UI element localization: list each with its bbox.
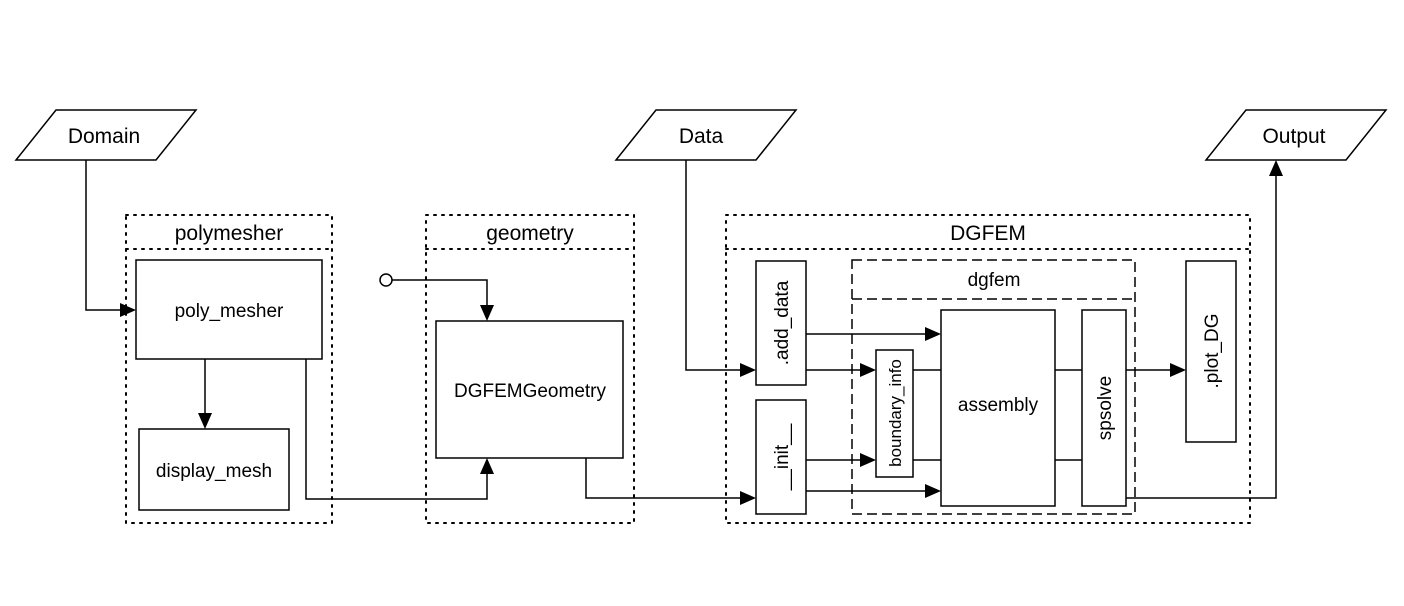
- poly-mesher-label: poly_mesher: [175, 301, 284, 322]
- arrow-data-to-add-data: [685, 160, 756, 377]
- arrow-add-data-to-boundary-info: [806, 363, 876, 377]
- polymesher-group-title: polymesher: [175, 222, 284, 245]
- assembly-label: assembly: [958, 395, 1039, 416]
- dgfem-class-group: DGFEM: [725, 214, 1251, 524]
- domain-input-label: Domain: [68, 125, 140, 148]
- init-block: __init__: [755, 399, 807, 515]
- arrow-init-to-boundary-info: [806, 453, 876, 467]
- dgfem-class-title: DGFEM: [950, 222, 1026, 245]
- arrow-init-to-assembly: [806, 484, 941, 498]
- arrow-optional-input-to-geometry: [379, 273, 494, 321]
- arrow-geometry-to-init: [585, 458, 756, 505]
- assembly-block: assembly: [940, 309, 1056, 507]
- poly-mesher-block: poly_mesher: [135, 259, 323, 360]
- dgfem-module-title: dgfem: [968, 270, 1021, 291]
- arrow-add-data-to-assembly: [806, 327, 941, 341]
- add-data-block: .add_data: [755, 260, 807, 386]
- display-mesh-label: display_mesh: [156, 461, 272, 482]
- geometry-group-title: geometry: [486, 222, 574, 245]
- add-data-label: .add_data: [772, 280, 793, 365]
- arrow-spsolve-to-plot-dg: [1126, 363, 1186, 377]
- data-input-label: Data: [679, 125, 724, 148]
- geometry-group: geometry: [425, 214, 635, 524]
- output-node: Output: [1204, 109, 1388, 161]
- plot-dg-block: .plot_DG: [1185, 260, 1237, 443]
- arrow-spsolve-to-output: [1126, 160, 1283, 499]
- dgfem-module-group: dgfem: [851, 259, 1136, 515]
- arrow-poly-mesher-to-display-mesh: [198, 359, 212, 429]
- link-assembly-to-spsolve: [1055, 369, 1082, 461]
- init-label: __init__: [772, 423, 793, 491]
- display-mesh-block: display_mesh: [138, 428, 290, 511]
- boundary-info-label: boundary_info: [886, 359, 905, 467]
- dgfem-geometry-block: DGFEMGeometry: [435, 320, 624, 459]
- arrow-domain-to-poly-mesher: [85, 160, 136, 317]
- link-boundary-info-to-assembly: [913, 369, 941, 461]
- domain-input: Domain: [14, 109, 198, 161]
- spsolve-label: spsolve: [1095, 376, 1116, 440]
- arrow-poly-mesher-to-geometry: [305, 359, 494, 500]
- data-input: Data: [614, 109, 798, 161]
- boundary-info-block: boundary_info: [875, 349, 914, 478]
- output-node-label: Output: [1262, 125, 1325, 148]
- dgfem-geometry-label: DGFEMGeometry: [454, 381, 607, 402]
- optional-input-port: [379, 273, 393, 287]
- polymesher-group: polymesher: [125, 214, 333, 524]
- spsolve-block: spsolve: [1081, 309, 1127, 507]
- plot-dg-label: .plot_DG: [1202, 314, 1223, 389]
